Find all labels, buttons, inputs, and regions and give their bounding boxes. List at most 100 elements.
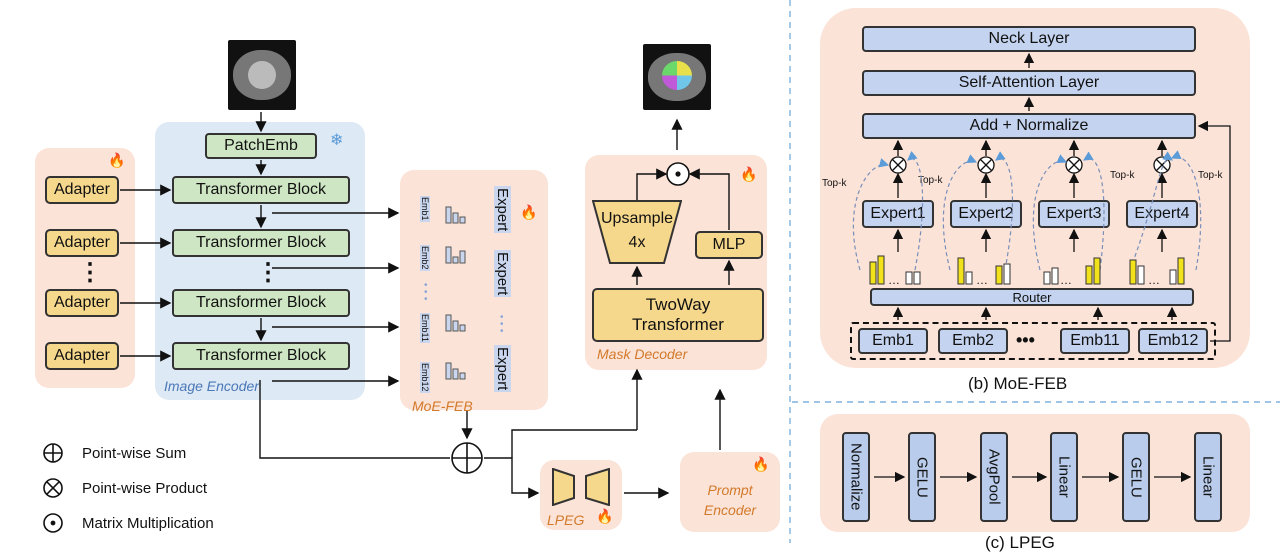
moefeb-label: MoE-FEB <box>412 398 473 414</box>
moefeb-bar-icons <box>445 206 466 380</box>
lpeg-block-5-label: GELU <box>1127 456 1145 498</box>
transformer-block-label: Transformer Block <box>195 234 327 251</box>
topk-label-3: Top-k <box>1110 170 1135 181</box>
panel-c-background <box>820 414 1250 532</box>
decoder-fire-icon: 🔥 <box>740 166 758 182</box>
moefeb-emb-dots: ••• <box>424 280 428 305</box>
prompt-label-1: Prompt <box>707 482 753 498</box>
twoway-transformer-block: TwoWay Transformer <box>592 288 764 342</box>
upsample-scale-label: 4x <box>628 234 646 251</box>
expert4-label: Expert4 <box>1134 205 1190 222</box>
svg-text:…: … <box>976 273 988 287</box>
transformer-block-1: Transformer Block <box>172 176 350 204</box>
prompt-fire-icon: 🔥 <box>752 456 770 472</box>
expert2-box: Expert2 <box>950 200 1022 228</box>
expert2-label: Expert2 <box>958 205 1014 222</box>
legend-sum-label: Point-wise Sum <box>82 444 187 462</box>
lpeg-normalize-block: Normalize <box>842 432 870 522</box>
lpeg-linear-block-2: Linear <box>1194 432 1222 522</box>
matrix-multiplication-icon <box>43 513 63 533</box>
topk-label-2: Top-k <box>918 175 943 186</box>
emb11-box: Emb11 <box>1060 328 1130 354</box>
add-normalize-layer: Add + Normalize <box>862 113 1196 139</box>
mlp-label: MLP <box>712 236 746 253</box>
snowflake-icon: ❄ <box>330 132 344 149</box>
router-label: Router <box>1012 289 1052 305</box>
topk-label-4: Top-k <box>1198 170 1223 181</box>
lpeg-block-3-label: AvgPool <box>985 449 1003 505</box>
moefeb-expert-1: Expert <box>494 186 511 234</box>
expert1-box: Expert1 <box>862 200 934 228</box>
add-normalize-label: Add + Normalize <box>969 117 1089 134</box>
adapter-label: Adapter <box>53 294 111 311</box>
adapter-ellipsis: ⋮ <box>78 259 102 286</box>
emb1-label: Emb1 <box>872 332 914 349</box>
adapter-fire-icon: 🔥 <box>108 152 126 168</box>
transformer-block-label: Transformer Block <box>195 347 327 364</box>
transformer-ellipsis: ⋮ <box>256 259 280 286</box>
self-attention-label: Self-Attention Layer <box>958 74 1100 91</box>
pointwise-product-icon <box>43 478 63 498</box>
panel-b-background <box>820 8 1250 368</box>
lpeg-block-1-label: Normalize <box>847 443 865 511</box>
emb-ellipsis: ••• <box>1016 330 1035 350</box>
lpeg-block-4-label: Linear <box>1055 456 1073 498</box>
legend-product-label: Point-wise Product <box>82 479 208 497</box>
prompt-label-2: Encoder <box>703 502 757 518</box>
adapter-label: Adapter <box>53 181 111 198</box>
legend-matmul-label: Matrix Multiplication <box>82 514 214 532</box>
adapter-4: Adapter <box>45 342 119 370</box>
legend-sum: Point-wise Sum <box>42 442 186 464</box>
lpeg-avgpool-block: AvgPool <box>980 432 1008 522</box>
lpeg-linear-block-1: Linear <box>1050 432 1078 522</box>
neck-layer-label: Neck Layer <box>988 30 1070 47</box>
upsample-block: Upsample 4x <box>592 200 682 264</box>
moefeb-emb2: Emb2 <box>420 245 430 271</box>
neck-layer: Neck Layer <box>862 26 1196 52</box>
lpeg-gelu-block-1: GELU <box>908 432 936 522</box>
adapter-2: Adapter <box>45 229 119 257</box>
emb12-label: Emb12 <box>1147 332 1199 349</box>
transformer-block-label: Transformer Block <box>195 181 327 198</box>
moefeb-expert-dots: ••• <box>500 312 504 337</box>
adapter-1: Adapter <box>45 176 119 204</box>
transformer-block-2: Transformer Block <box>172 229 350 257</box>
lpeg-block-2-label: GELU <box>913 456 931 498</box>
twoway-label-2: Transformer <box>632 315 724 334</box>
panel-c-connectors <box>874 471 1192 483</box>
prompt-encoder-label: Prompt Encoder <box>680 480 780 520</box>
emb1-box: Emb1 <box>858 328 928 354</box>
transformer-block-4: Transformer Block <box>172 342 350 370</box>
expert1-label: Expert1 <box>870 205 926 222</box>
mask-decoder-label: Mask Decoder <box>597 346 688 362</box>
emb11-label: Emb11 <box>1070 332 1120 349</box>
adapter-3: Adapter <box>45 289 119 317</box>
transformer-block-3: Transformer Block <box>172 289 350 317</box>
expert3-label: Expert3 <box>1046 205 1102 222</box>
moefeb-expert-3: Expert <box>494 345 511 393</box>
legend-matmul: Matrix Multiplication <box>42 512 214 534</box>
moefeb-emb12: Emb12 <box>420 362 430 393</box>
topk-label-1: Top-k <box>822 178 847 189</box>
svg-text:…: … <box>888 273 900 287</box>
expert3-box: Expert3 <box>1038 200 1110 228</box>
self-attention-layer: Self-Attention Layer <box>862 70 1196 96</box>
adapter-label: Adapter <box>53 347 111 364</box>
panel-b-caption: (b) MoE-FEB <box>968 374 1068 393</box>
router-box: Router <box>870 288 1194 306</box>
moefeb-emb11: Emb11 <box>420 313 430 343</box>
expert4-box: Expert4 <box>1126 200 1198 228</box>
emb2-box: Emb2 <box>938 328 1008 354</box>
patch-embedding-block: PatchEmb <box>205 133 317 159</box>
lpeg-shape <box>552 467 610 507</box>
moefeb-emb1: Emb1 <box>420 196 430 222</box>
emb12-box: Emb12 <box>1138 328 1208 354</box>
panel-c-caption: (c) LPEG <box>985 533 1055 552</box>
input-ct-image <box>228 40 296 110</box>
lpeg-gelu-block-2: GELU <box>1122 432 1150 522</box>
mlp-block: MLP <box>695 231 763 259</box>
svg-text:…: … <box>1148 273 1160 287</box>
legend-product: Point-wise Product <box>42 477 207 499</box>
svg-text:…: … <box>1060 273 1072 287</box>
